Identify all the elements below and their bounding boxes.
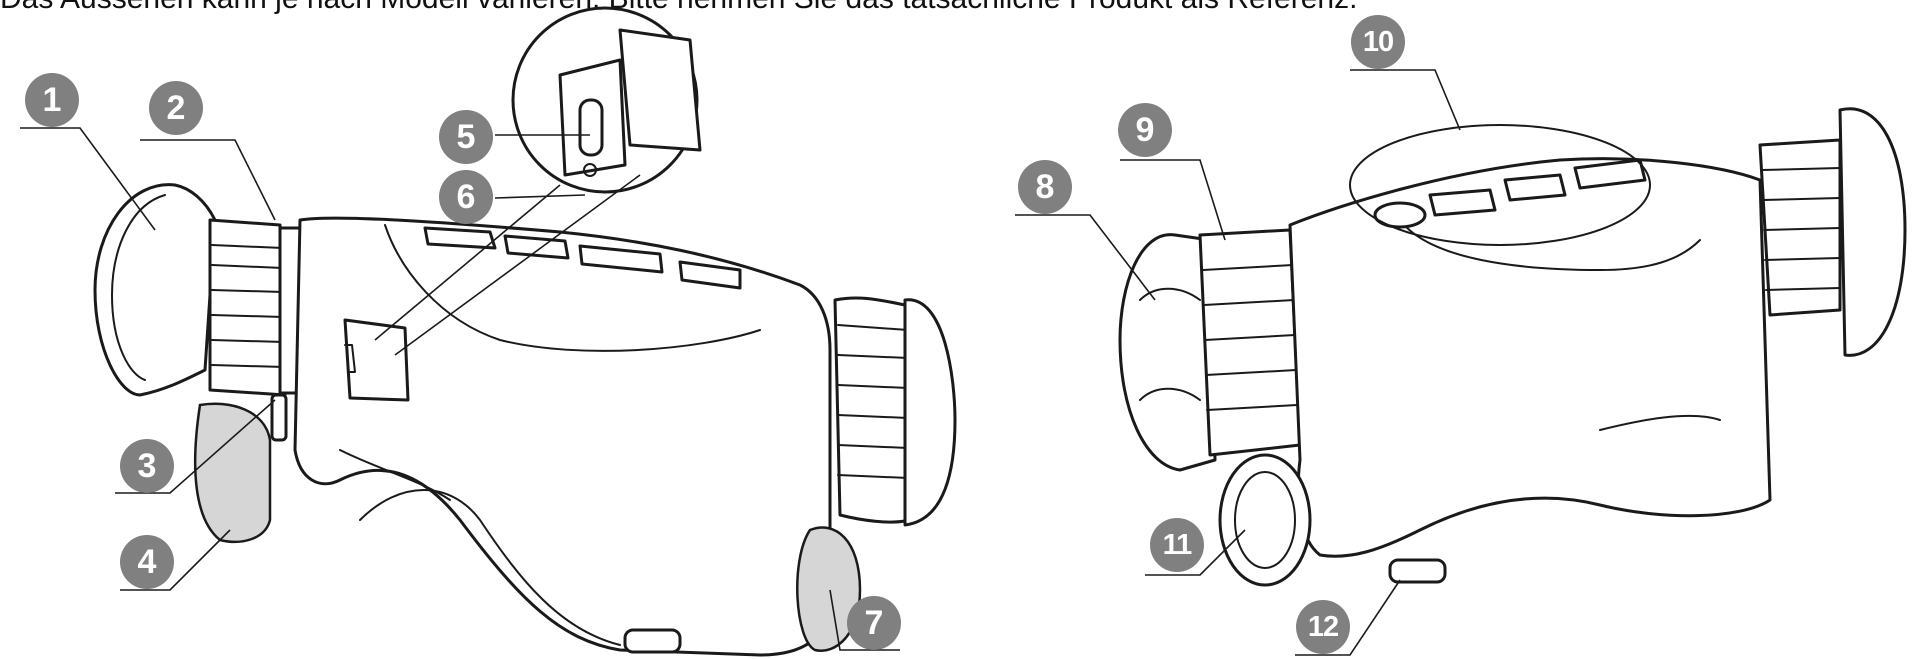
svg-text:7: 7 xyxy=(865,604,884,642)
svg-text:12: 12 xyxy=(1308,611,1338,643)
left-eyecup xyxy=(93,183,217,397)
left-usb-flap xyxy=(343,318,410,402)
callout-6: 6 xyxy=(439,170,493,224)
svg-text:10: 10 xyxy=(1363,26,1393,58)
left-top-buttons xyxy=(423,226,742,290)
usb-inset xyxy=(374,6,702,356)
callout-10: 10 xyxy=(1351,15,1405,69)
svg-text:11: 11 xyxy=(1163,529,1193,561)
svg-text:6: 6 xyxy=(457,178,476,216)
callout-badges: 1 2 3 4 5 6 7 8 9 10 11 12 xyxy=(25,15,1405,654)
callout-1: 1 xyxy=(25,73,79,127)
right-tripod-foot xyxy=(1388,558,1447,584)
right-top-buttons xyxy=(1349,124,1651,246)
right-lens-11 xyxy=(1218,453,1312,587)
left-body xyxy=(293,216,832,657)
callout-7: 7 xyxy=(847,596,901,650)
callout-5: 5 xyxy=(439,110,493,164)
svg-text:3: 3 xyxy=(138,447,157,485)
caption-text: Das Aussehen kann je nach Modell variier… xyxy=(0,0,1912,14)
left-side-knob xyxy=(193,402,272,544)
callout-4: 4 xyxy=(120,535,174,589)
left-tripod-foot xyxy=(623,628,682,654)
callout-9: 9 xyxy=(1118,103,1172,157)
left-device-illustration xyxy=(93,183,957,657)
right-focus-ring xyxy=(1198,228,1302,457)
left-lens-cap xyxy=(796,526,862,652)
callout-8: 8 xyxy=(1018,160,1072,214)
leader-lines xyxy=(20,69,1461,656)
callout-2: 2 xyxy=(149,81,203,135)
callout-11: 11 xyxy=(1150,518,1204,572)
right-body xyxy=(1288,157,1772,558)
svg-text:4: 4 xyxy=(138,543,157,581)
left-side-button xyxy=(270,393,288,442)
svg-text:8: 8 xyxy=(1036,168,1055,206)
left-focus-ring xyxy=(208,218,312,397)
callout-3: 3 xyxy=(120,439,174,493)
svg-text:1: 1 xyxy=(43,81,62,119)
svg-text:5: 5 xyxy=(457,118,476,156)
svg-text:2: 2 xyxy=(167,89,186,127)
right-eyepiece xyxy=(1758,107,1907,357)
right-front-cap xyxy=(1118,233,1217,472)
right-device-illustration xyxy=(1118,107,1907,587)
callout-12: 12 xyxy=(1296,600,1350,654)
left-objective-ring xyxy=(833,296,957,527)
svg-text:9: 9 xyxy=(1136,111,1155,149)
